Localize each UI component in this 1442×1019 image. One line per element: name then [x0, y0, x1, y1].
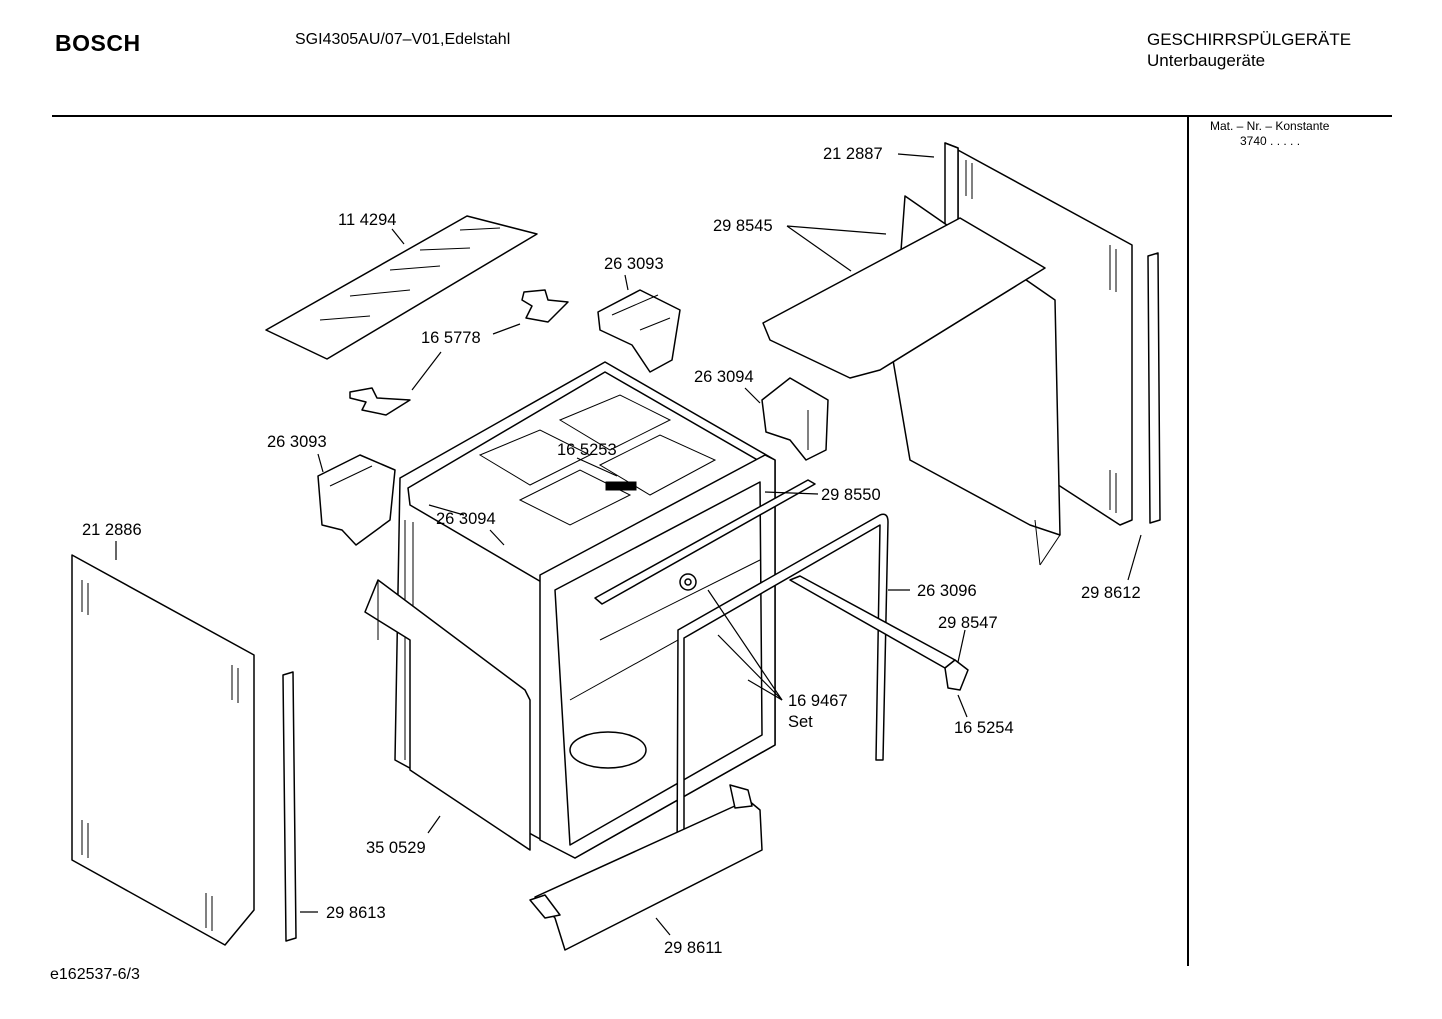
part-label: 29 8550	[821, 486, 881, 504]
part-label: 16 5253	[557, 441, 617, 459]
part-label: 21 2887	[823, 145, 883, 163]
rail-part	[594, 479, 816, 605]
part-label: 21 2886	[82, 521, 142, 539]
part-label: 26 3094	[694, 368, 754, 386]
door-seal-part	[676, 513, 889, 869]
leader-lines	[115, 153, 1142, 936]
part-label: Set	[788, 713, 813, 731]
clip-left-part	[317, 454, 396, 546]
side-strip-right-part	[1147, 252, 1161, 524]
part-label: 16 5254	[954, 719, 1014, 737]
material-number-label: Mat. – Nr. – Konstante	[1210, 119, 1330, 133]
part-label: 26 3094	[436, 510, 496, 528]
brand-logo: BOSCH	[55, 30, 141, 56]
part-label: 11 4294	[338, 211, 397, 229]
part-label: 29 8613	[326, 904, 386, 922]
material-number-value: 3740 . . . . .	[1240, 134, 1301, 148]
front-panel-part	[364, 579, 531, 851]
drawing-code: e162537-6/3	[50, 966, 140, 983]
side-strip-left-part	[282, 671, 297, 942]
part-label: 29 8547	[938, 614, 998, 632]
part-label: 26 3093	[604, 255, 664, 273]
foil-top-part	[265, 215, 538, 360]
part-label: 16 9467	[788, 692, 848, 710]
model-title: SGI4305AU/07–V01,Edelstahl	[295, 31, 511, 48]
part-label: 16 5778	[421, 329, 481, 347]
clip-top-part	[597, 289, 681, 373]
part-label: 35 0529	[366, 839, 426, 857]
category-title: GESCHIRRSPÜLGERÄTE	[1147, 30, 1352, 49]
part-label: 26 3093	[267, 433, 327, 451]
bracket-part	[349, 289, 569, 416]
clip-right-part	[761, 377, 829, 461]
part-label: 26 3096	[917, 582, 977, 600]
insulation-top-part	[762, 195, 1061, 566]
part-label: 29 8612	[1081, 584, 1141, 602]
base-strip-part	[529, 784, 763, 951]
part-label: 29 8545	[713, 217, 773, 235]
part-label: 29 8611	[664, 939, 723, 957]
category-subtitle: Unterbaugeräte	[1147, 51, 1266, 70]
rod-part	[789, 575, 969, 691]
side-panel-left-part	[71, 554, 255, 946]
